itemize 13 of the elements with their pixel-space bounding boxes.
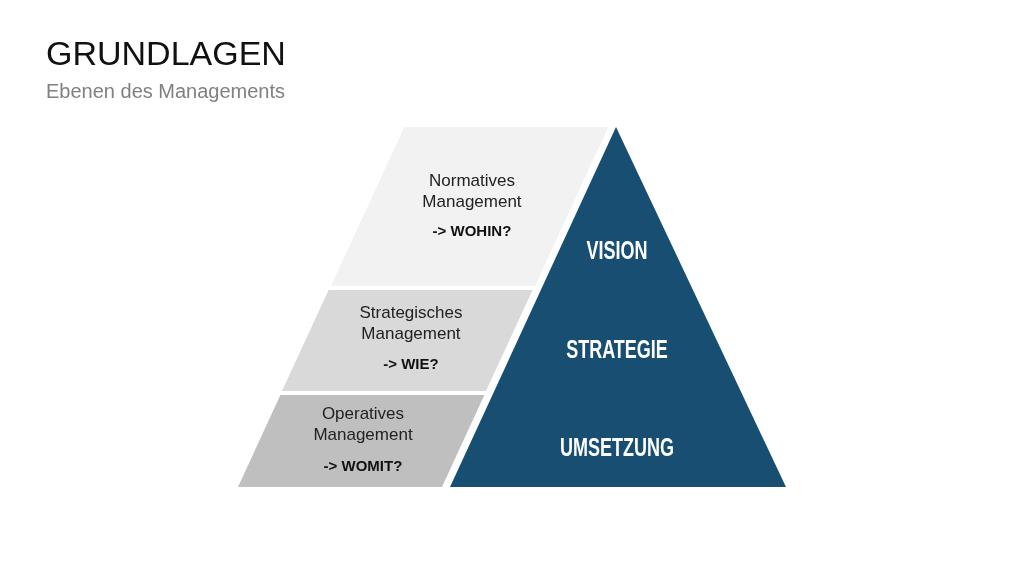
guiding-question: -> WIE? — [383, 354, 439, 374]
guiding-question: -> WOHIN? — [432, 221, 512, 241]
guiding-question: -> WOMIT? — [323, 456, 403, 476]
pyramid-label: STRATEGIE — [566, 335, 668, 363]
pyramid-label: VISION — [586, 236, 648, 264]
level-title: Normatives Management — [422, 170, 522, 212]
parallelogram-band — [238, 395, 485, 487]
parallelogram-band — [282, 290, 533, 391]
subtitle: Ebenen des Managements — [46, 80, 286, 103]
slide-title: GRUNDLAGEN — [46, 34, 286, 73]
level-title: Strategisches Management — [359, 302, 463, 344]
pyramid-label: UMSETZUNG — [560, 433, 674, 461]
level-title: Operatives Management — [313, 403, 413, 445]
